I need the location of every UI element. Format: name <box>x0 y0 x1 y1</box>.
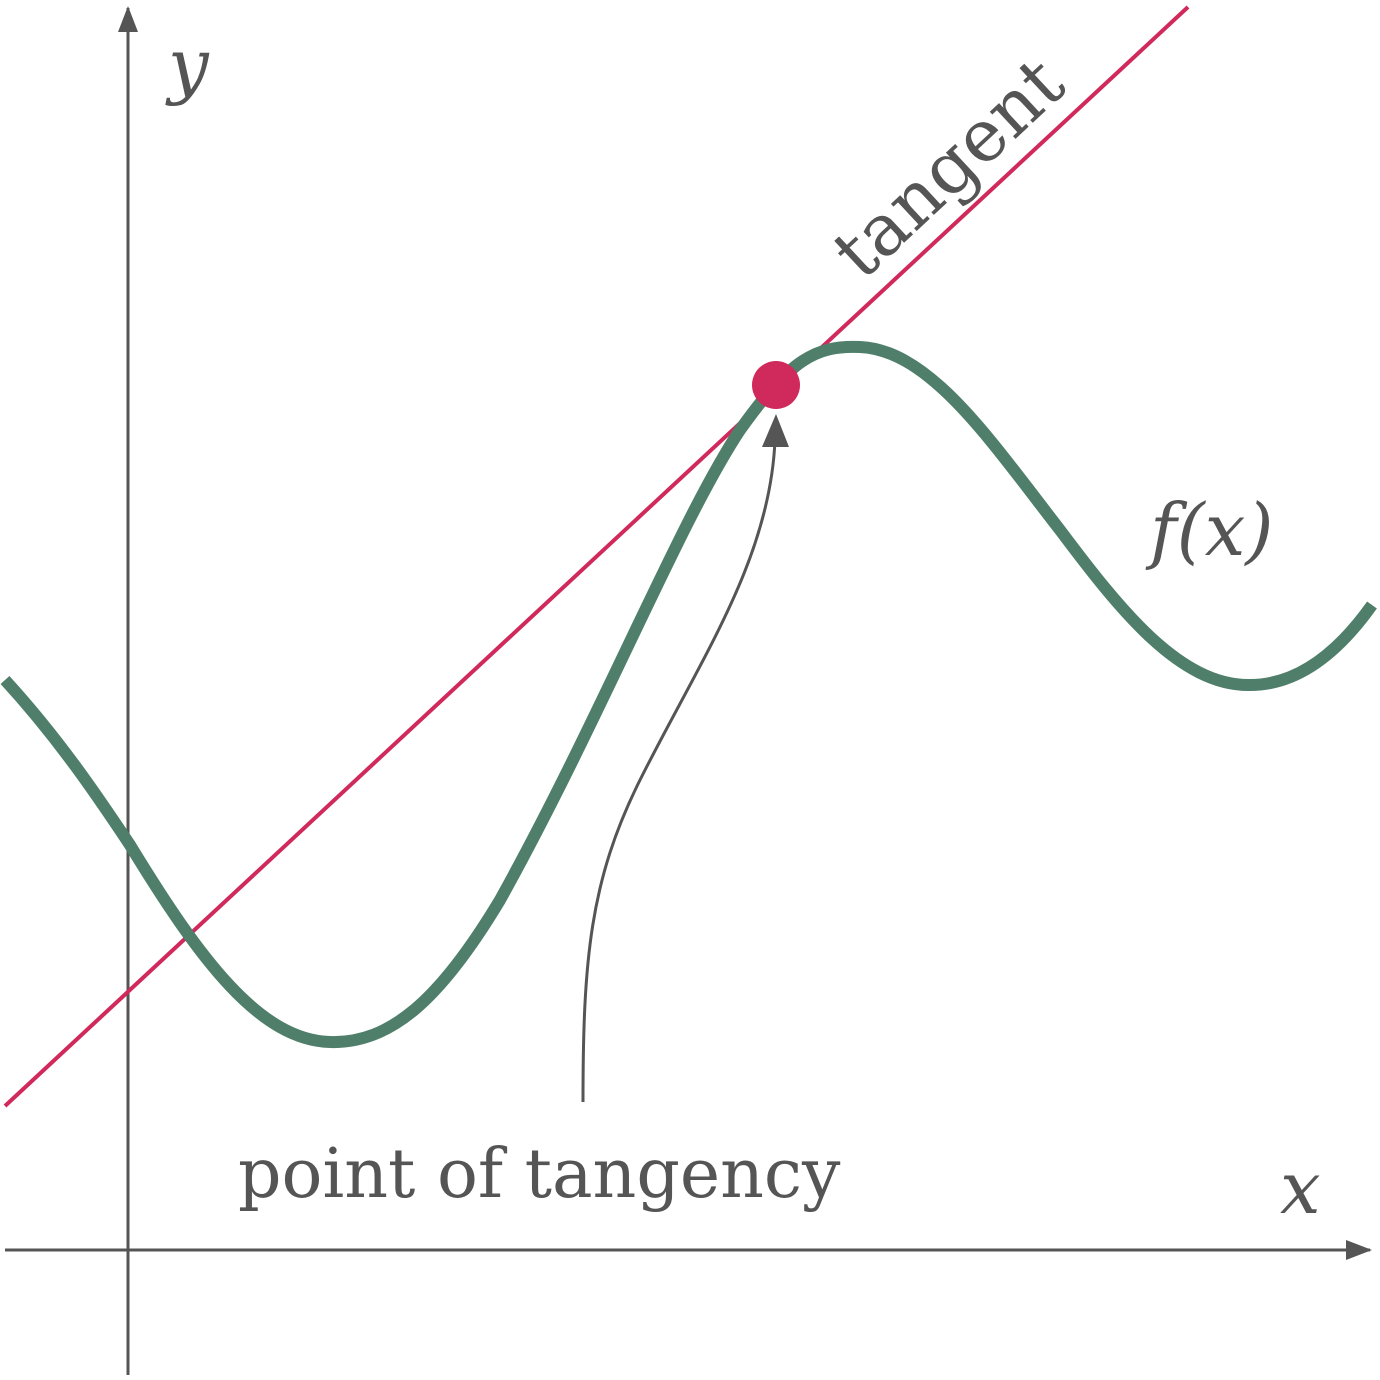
x-axis-label: x <box>1280 1146 1321 1230</box>
pointer-arrowhead <box>762 414 789 447</box>
tangency-point <box>752 361 800 409</box>
pointer-arrow <box>581 439 777 1103</box>
tangent-label: tangent <box>816 40 1080 294</box>
point-of-tangency-label: point of tangency <box>238 1135 841 1214</box>
function-label: f(x) <box>1145 488 1273 572</box>
function-curve <box>0 340 1377 1049</box>
tangent-line <box>3 5 1190 1108</box>
y-axis-label: y <box>165 23 210 107</box>
